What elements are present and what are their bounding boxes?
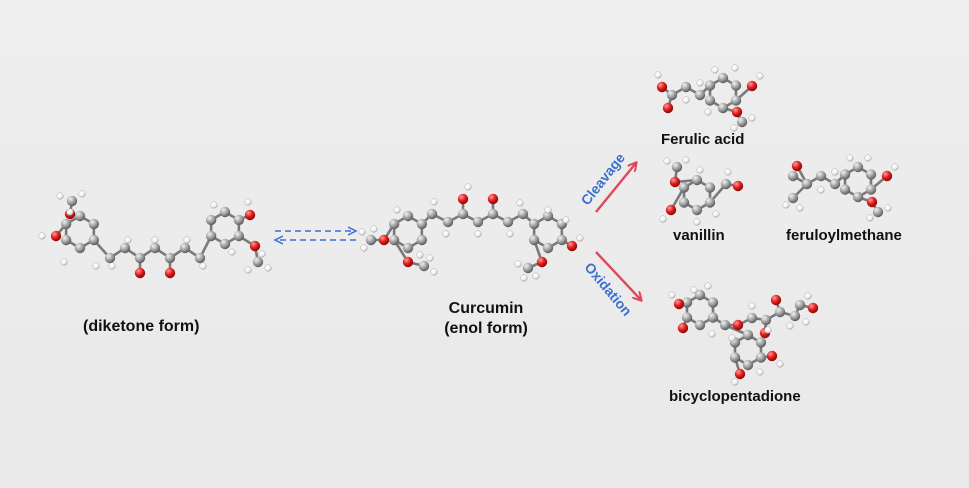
diketone-molecule [38, 190, 272, 279]
curcumin-label: Curcumin [448, 300, 524, 317]
cleavage-arrow [595, 163, 636, 213]
curcumin-molecule [358, 183, 584, 282]
oxidation-arrow [595, 251, 641, 300]
feruloylmethane-label: feruloylmethane [786, 227, 902, 244]
ferulic-acid-label: Ferulic acid [661, 131, 745, 148]
ferulic-acid-molecule [654, 64, 764, 132]
enol-form-label: (enol form) [444, 320, 528, 337]
diketone-label: (diketone form) [83, 318, 200, 335]
vanillin-molecule [659, 156, 744, 226]
bicyclopentadione-molecule [668, 282, 819, 386]
feruloylmethane-molecule [782, 154, 899, 222]
equilibrium-arrows [275, 231, 356, 240]
vanillin-label: vanillin [673, 227, 725, 244]
bicyclopentadione-label: bicyclopentadione [669, 388, 801, 405]
